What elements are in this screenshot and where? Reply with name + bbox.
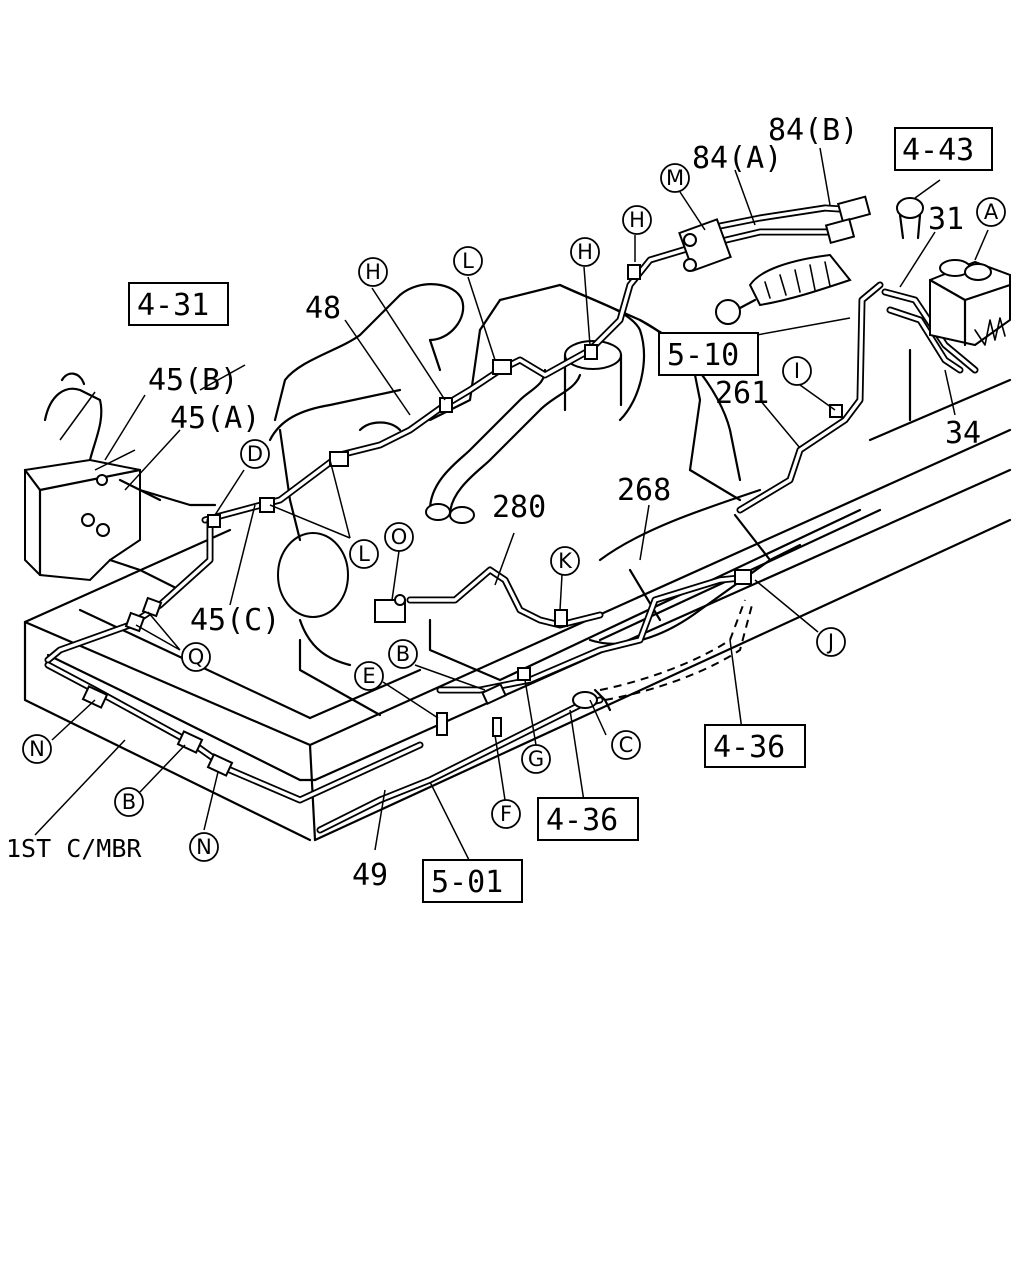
label-31: 31 — [928, 202, 964, 237]
label-261: 261 — [715, 376, 769, 411]
callout-k: K — [558, 549, 573, 573]
callout-b-center: B — [396, 642, 410, 666]
label-1st-cross-member: 1ST C/MBR — [6, 834, 142, 863]
ref-box-5-01-frame — [422, 859, 523, 903]
ref-box-4-36-right: 4-36 — [713, 730, 785, 765]
ref-box-4-36-left: 4-36 — [546, 803, 618, 838]
ref-box-4-31-frame — [128, 282, 229, 326]
leader-lines — [34, 147, 989, 863]
label-49: 49 — [352, 858, 388, 893]
ref-box-4-36-right-frame — [704, 724, 806, 768]
callout-l-bottom: L — [358, 542, 370, 566]
callout-n-left: N — [29, 737, 45, 761]
ref-box-4-36-left-frame — [537, 797, 639, 841]
ref-box-5-10-frame — [658, 332, 759, 376]
label-45c: 45(C) — [190, 603, 280, 638]
label-84b: 84(B) — [768, 113, 858, 148]
ref-box-5-01: 5-01 — [431, 865, 503, 900]
label-48: 48 — [305, 291, 341, 326]
callout-h-center: H — [577, 240, 593, 264]
circled-callouts: M A H H H L L D I O K Q B B E J C G F N … — [22, 163, 1006, 862]
callout-m: M — [666, 166, 684, 190]
reference-boxes: 4-43 4-31 5-10 4-36 4-36 5-01 — [128, 127, 993, 903]
label-45b: 45(B) — [148, 363, 238, 398]
callout-f: F — [500, 802, 512, 826]
callout-h-right: H — [629, 208, 645, 232]
ref-box-4-43-frame — [894, 127, 993, 171]
front-left-assembly — [23, 372, 217, 592]
ref-box-4-43: 4-43 — [902, 133, 974, 168]
callout-i: I — [794, 359, 800, 383]
label-280: 280 — [492, 490, 546, 525]
label-45a: 45(A) — [170, 401, 260, 436]
callout-h-left: H — [365, 260, 381, 284]
label-34: 34 — [945, 416, 981, 451]
callout-e: E — [362, 664, 375, 688]
callout-d: D — [247, 442, 263, 466]
callout-g: G — [528, 747, 544, 771]
callout-n-bottom: N — [196, 835, 212, 859]
callout-o: O — [391, 525, 408, 549]
components — [81, 195, 1012, 777]
callout-b-left: B — [122, 790, 136, 814]
ref-box-4-31: 4-31 — [137, 288, 209, 323]
ref-box-5-10: 5-10 — [667, 338, 739, 373]
label-268: 268 — [617, 473, 671, 508]
part-number-labels: 84(B) 84(A) 31 48 45(B) 45(A) 45(C) 261 … — [6, 113, 981, 893]
callout-c: C — [619, 733, 634, 757]
callout-a: A — [984, 200, 999, 224]
callout-l-top: L — [462, 249, 474, 273]
callout-q: Q — [188, 645, 205, 669]
label-84a: 84(A) — [692, 141, 782, 176]
callout-j: J — [826, 630, 834, 654]
